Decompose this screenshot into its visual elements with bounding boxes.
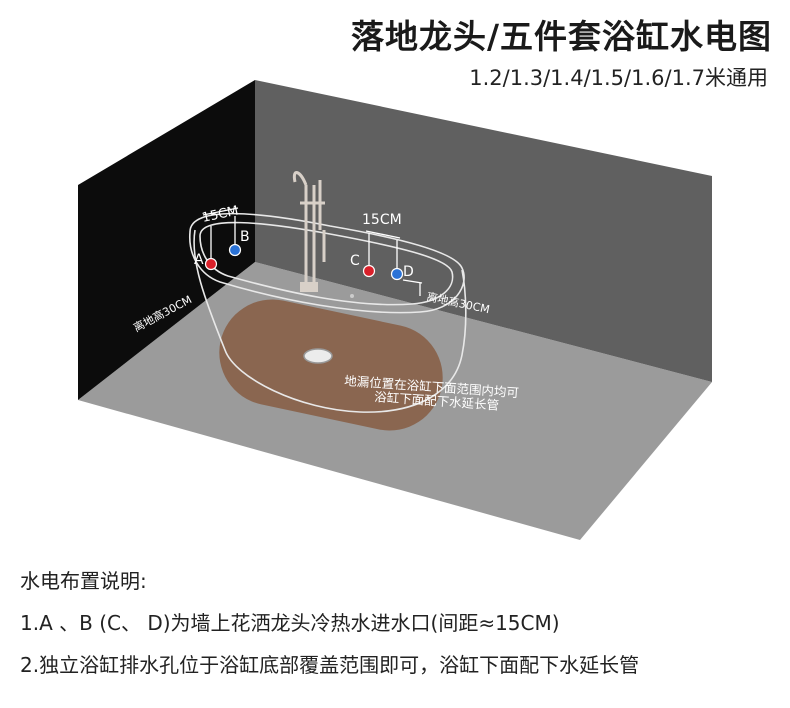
- hot-inlet-c-icon: [362, 264, 376, 278]
- drain-area: [219, 299, 443, 431]
- notes-line-1: 1.A 、B (C、 D)为墙上花洒龙头冷热水进水口(间距≈15CM): [20, 611, 560, 635]
- left-spacing-label: 15CM: [201, 204, 240, 226]
- bathtub-diagram: 15CM A B 离地高30CM 15CM C D 离地高30CM 地漏位置在浴…: [78, 80, 712, 540]
- faucet-icon: [292, 171, 326, 292]
- label-a: A: [194, 252, 204, 268]
- page-title: 落地龙头/五件套浴缸水电图: [350, 17, 772, 56]
- label-b: B: [240, 229, 250, 245]
- floor-drain-icon: [303, 348, 333, 364]
- left-spacing-marker: [202, 207, 239, 262]
- cold-inlet-d-icon: [390, 267, 404, 281]
- cold-inlet-b-icon: [228, 243, 242, 257]
- left-wall: [78, 80, 255, 400]
- hose-dot: [350, 294, 354, 298]
- page-subtitle: 1.2/1.3/1.4/1.5/1.6/1.7米通用: [469, 66, 768, 90]
- bathtub-outline: [189, 212, 467, 413]
- notes-heading: 水电布置说明:: [20, 569, 147, 593]
- notes-section: 水电布置说明: 1.A 、B (C、 D)为墙上花洒龙头冷热水进水口(间距≈15…: [20, 566, 639, 692]
- right-spacing-marker: [365, 230, 423, 296]
- notes-line-2: 2.独立浴缸排水孔位于浴缸底部覆盖范围即可，浴缸下面配下水延长管: [20, 653, 640, 677]
- label-c: C: [350, 253, 360, 269]
- label-d: D: [403, 264, 414, 280]
- back-wall: [255, 80, 712, 382]
- hot-inlet-a-icon: [204, 257, 218, 271]
- right-spacing-label: 15CM: [362, 212, 402, 228]
